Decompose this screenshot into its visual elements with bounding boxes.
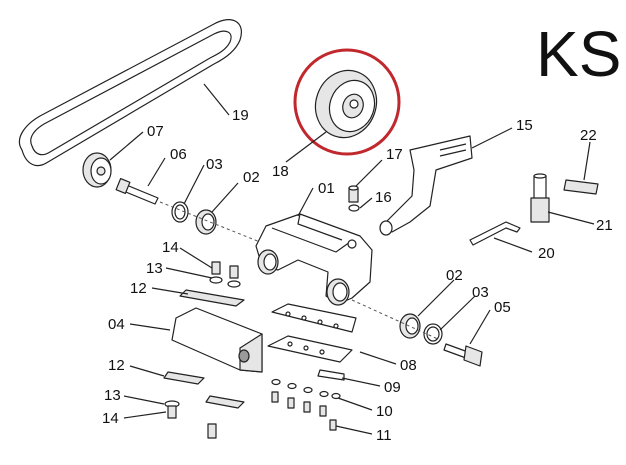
part-17-screw[interactable] — [348, 185, 359, 203]
label-15: 15 — [516, 117, 533, 134]
part-labels: 07 06 03 02 01 19 18 17 16 15 22 21 20 0… — [102, 107, 613, 444]
label-19: 19 — [232, 107, 249, 124]
part-19-belt[interactable] — [18, 19, 242, 167]
part-15-lever[interactable] — [379, 135, 473, 236]
part-18-pulley[interactable] — [306, 62, 386, 146]
label-13-upper: 13 — [146, 260, 163, 277]
label-02-right: 02 — [446, 267, 463, 284]
part-01-housing[interactable] — [255, 213, 373, 306]
part-02-bearing-left[interactable] — [195, 209, 217, 235]
label-09: 09 — [384, 379, 401, 396]
label-12-upper: 12 — [130, 280, 147, 297]
part-06-shaft[interactable] — [115, 177, 159, 205]
label-10: 10 — [376, 403, 393, 420]
label-05: 05 — [494, 299, 511, 316]
axis-line-right — [351, 299, 441, 341]
label-02-left: 02 — [243, 169, 260, 186]
part-10-washers[interactable] — [271, 378, 341, 400]
part-12-blade-upper[interactable] — [179, 289, 245, 307]
part-07-small-pulley[interactable] — [82, 152, 112, 188]
label-07: 07 — [147, 123, 164, 140]
label-04: 04 — [108, 316, 125, 333]
label-03-right: 03 — [472, 284, 489, 301]
label-14-lower: 14 — [102, 410, 119, 427]
label-11: 11 — [376, 427, 392, 444]
label-18: 18 — [272, 163, 289, 180]
label-17: 17 — [386, 146, 403, 163]
part-20-hex-key[interactable] — [469, 221, 521, 246]
brand-label: KS — [536, 18, 621, 90]
part-09-strip[interactable] — [317, 369, 345, 381]
label-06: 06 — [170, 146, 187, 163]
part-08-plate[interactable] — [267, 303, 357, 363]
label-03-left: 03 — [206, 156, 223, 173]
part-04-block[interactable] — [171, 307, 263, 373]
label-14-upper: 14 — [162, 239, 179, 256]
label-01: 01 — [318, 180, 335, 197]
label-21: 21 — [596, 217, 613, 234]
part-02-bearing-right[interactable] — [399, 313, 421, 339]
highlight-circle — [293, 48, 401, 156]
label-08: 08 — [400, 357, 417, 374]
part-22-plate[interactable] — [563, 179, 599, 195]
label-16: 16 — [375, 189, 392, 206]
part-11-screws[interactable] — [271, 391, 337, 431]
leader-lines — [109, 83, 595, 435]
part-03-circlip-right[interactable] — [423, 323, 443, 345]
label-20: 20 — [538, 245, 555, 262]
part-12-blade-lower[interactable] — [163, 371, 245, 409]
part-13-nut-upper[interactable] — [209, 276, 241, 288]
part-14-bolt-upper[interactable] — [211, 261, 239, 279]
label-13-lower: 13 — [104, 387, 121, 404]
axis-line-left — [159, 201, 271, 247]
label-22: 22 — [580, 127, 597, 144]
part-05-bolt[interactable] — [443, 343, 483, 367]
part-16-washer[interactable] — [348, 204, 360, 212]
label-12-lower: 12 — [108, 357, 125, 374]
part-03-circlip-left[interactable] — [171, 201, 189, 223]
part-21-pin[interactable] — [530, 173, 550, 223]
part-14-bolt-lower[interactable] — [167, 405, 217, 439]
